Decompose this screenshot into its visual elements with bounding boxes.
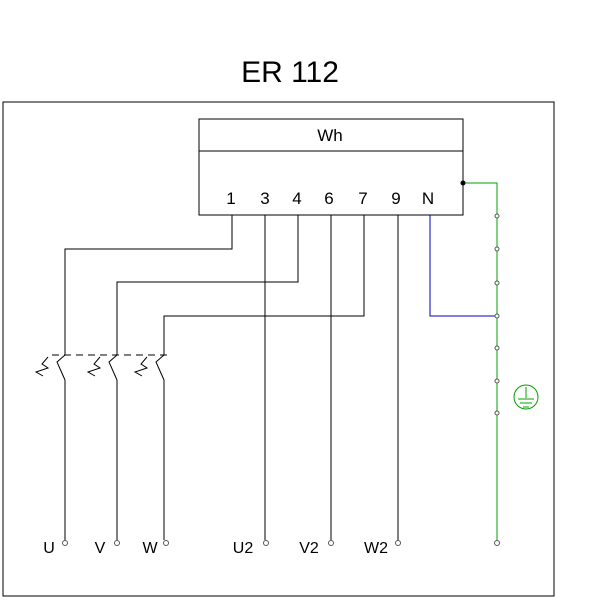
terminal-label: 4 <box>292 189 301 208</box>
output-phase-label: U2 <box>233 540 254 557</box>
phase-wiring <box>64 215 399 540</box>
input-phase-label: V <box>95 540 106 557</box>
output-terminals <box>62 540 500 546</box>
terminal-label: 3 <box>260 189 269 208</box>
input-phase-label: W <box>142 540 158 557</box>
terminal-label: 6 <box>324 189 333 208</box>
earth-wire <box>460 180 500 540</box>
enclosure-box <box>2 101 555 597</box>
terminal-label: 9 <box>391 189 400 208</box>
earth-ground-icon <box>513 384 539 410</box>
meter-box: Wh <box>198 118 464 216</box>
input-phase-label: U <box>43 540 55 557</box>
terminal-label: 7 <box>358 189 367 208</box>
output-phase-label: V2 <box>299 540 319 557</box>
diagram-title: ER 112 <box>241 56 339 89</box>
terminal-label: 1 <box>226 189 235 208</box>
output-labels: U V W U2 V2 W2 <box>43 540 388 557</box>
output-phase-label: W2 <box>364 540 388 557</box>
terminal-label: N <box>422 189 434 208</box>
meter-label: Wh <box>317 126 343 145</box>
switch-contact-icon <box>34 354 170 381</box>
neutral-wire <box>429 215 497 317</box>
terminal-labels: 1 3 4 6 7 9 N <box>226 189 434 208</box>
